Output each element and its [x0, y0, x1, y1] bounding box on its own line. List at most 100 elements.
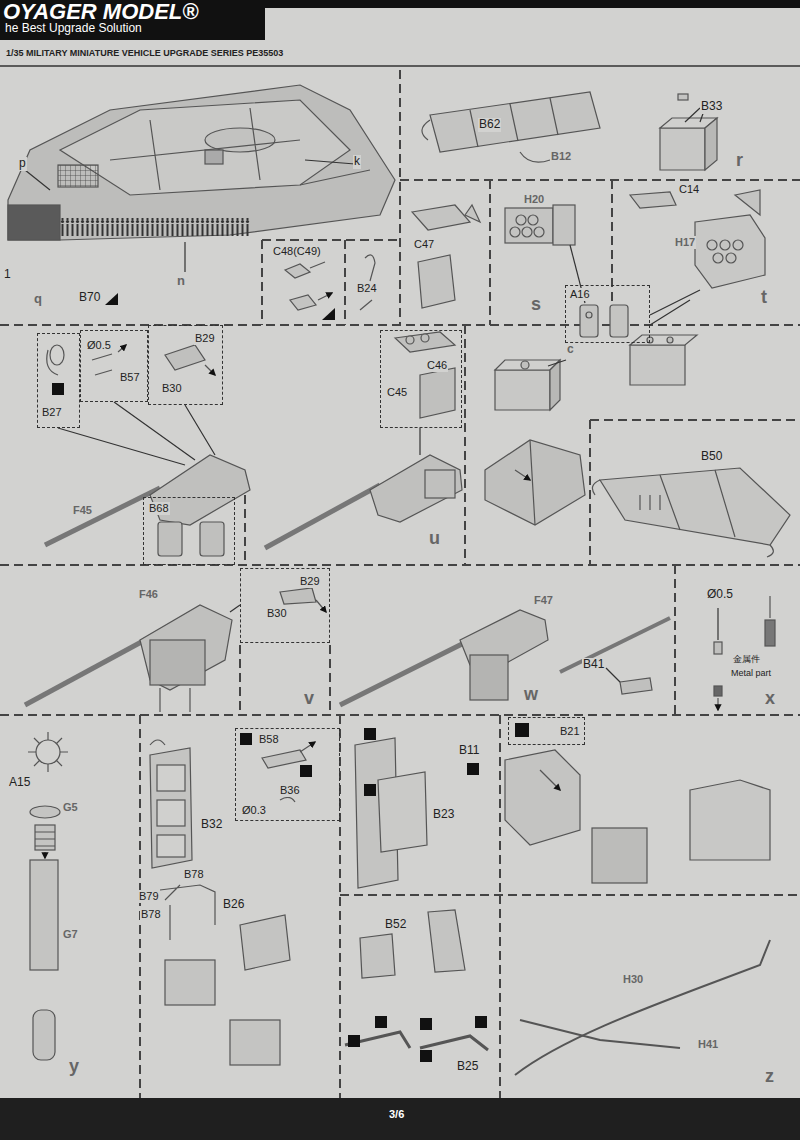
gun-drawing — [25, 640, 145, 705]
part-number: q — [33, 292, 43, 307]
bracket-drawing — [678, 94, 688, 100]
gun-drawing — [425, 470, 455, 498]
part-number: 1 — [3, 268, 12, 282]
part-number: k — [353, 155, 361, 169]
gun-drawing — [205, 365, 215, 375]
tank-drawing — [60, 100, 350, 195]
part-drawing — [364, 728, 376, 740]
bracket-drawing — [534, 227, 544, 237]
panel-divider — [499, 895, 501, 1098]
bracket-drawing — [695, 215, 765, 288]
part-number: B36 — [279, 784, 301, 797]
panel-divider — [0, 564, 800, 566]
bracket-drawing — [713, 253, 723, 263]
gun-drawing — [485, 440, 585, 525]
part-drawing — [420, 1018, 432, 1030]
gun-drawing — [316, 600, 326, 612]
part-number: F46 — [138, 588, 159, 601]
step-letter: y — [68, 1056, 80, 1077]
part-drawing — [378, 772, 427, 852]
part-number: C14 — [678, 183, 700, 196]
part-drawing — [505, 750, 580, 845]
part-drawing — [240, 733, 252, 745]
panel-divider — [244, 495, 246, 565]
part-drawing — [165, 960, 215, 1005]
part-number: p — [18, 157, 27, 171]
part-number: G7 — [62, 928, 79, 941]
part-drawing — [28, 732, 68, 772]
part-number: H30 — [622, 973, 644, 986]
part-number: B29 — [194, 332, 216, 345]
part-number: B52 — [384, 918, 407, 932]
bracket-drawing — [610, 305, 628, 337]
tank-drawing — [58, 165, 98, 187]
part-drawing — [348, 1035, 360, 1047]
gun-drawing — [714, 686, 722, 696]
part-drawing — [360, 934, 395, 978]
brand-slogan: he Best Upgrade Solution — [4, 22, 143, 36]
part-drawing — [300, 765, 312, 777]
part-number: B11 — [458, 744, 480, 758]
step-letter: v — [303, 688, 315, 709]
part-drawing — [240, 915, 290, 970]
gun-drawing — [620, 678, 652, 694]
gun-drawing — [592, 480, 773, 557]
part-drawing — [520, 1020, 680, 1048]
gun-drawing — [52, 383, 64, 395]
part-drawing — [28, 723, 770, 1075]
panel-divider — [499, 715, 501, 895]
part-number: B78 — [140, 908, 162, 921]
bracket-drawing — [290, 295, 316, 310]
part-number: B25 — [456, 1060, 479, 1074]
gun-drawing — [230, 605, 240, 612]
step-letter: u — [428, 528, 441, 549]
footer-band — [0, 1098, 800, 1140]
part-number: B50 — [700, 450, 723, 464]
gun-drawing — [340, 640, 470, 705]
tank-drawing — [205, 150, 223, 164]
part-number: B78 — [183, 868, 205, 881]
header-band — [0, 0, 800, 40]
part-drawing — [280, 797, 295, 802]
bracket-drawing — [418, 255, 455, 308]
part-drawing — [364, 784, 376, 796]
gun-drawing — [548, 360, 566, 366]
gun-drawing — [769, 596, 770, 618]
part-number: F45 — [72, 504, 93, 517]
gun-drawing — [370, 455, 462, 522]
step-letter: r — [735, 150, 744, 171]
part-number: B23 — [432, 808, 455, 822]
callout-box: B68 — [143, 497, 235, 565]
part-drawing — [467, 763, 479, 775]
page-number: 3/6 — [388, 1108, 405, 1121]
part-number: B70 — [78, 291, 101, 305]
gun-drawing — [265, 485, 380, 548]
gun-drawing — [521, 361, 529, 369]
part-number: H20 — [523, 193, 545, 206]
gun-drawing — [25, 588, 775, 712]
bracket-drawing — [516, 215, 526, 225]
gun-drawing — [495, 370, 550, 410]
part-drawing — [160, 885, 215, 940]
part-drawing — [515, 723, 529, 737]
sheet-title: 1/35 MILITARY MINIATURE VEHICLE UPGRADE … — [5, 48, 284, 58]
step-letter: s — [530, 294, 542, 315]
tank-drawing — [8, 85, 395, 320]
panel-divider — [590, 419, 800, 421]
panel-divider — [611, 180, 613, 325]
part-number: B62 — [478, 118, 501, 132]
brand-logo: OYAGER MODEL® — [2, 0, 199, 24]
gun-drawing — [714, 642, 722, 654]
callout-box: B21 — [508, 717, 585, 745]
gun-drawing — [160, 688, 190, 712]
part-drawing — [475, 1016, 487, 1028]
gun-drawing — [92, 354, 112, 375]
step-letter: x — [764, 688, 776, 709]
bracket-drawing — [360, 300, 372, 310]
bracket-drawing — [430, 92, 600, 152]
panel-divider — [239, 645, 241, 715]
part-number: B41 — [582, 658, 605, 672]
gun-drawing — [765, 620, 775, 646]
bracket-drawing — [465, 205, 480, 222]
